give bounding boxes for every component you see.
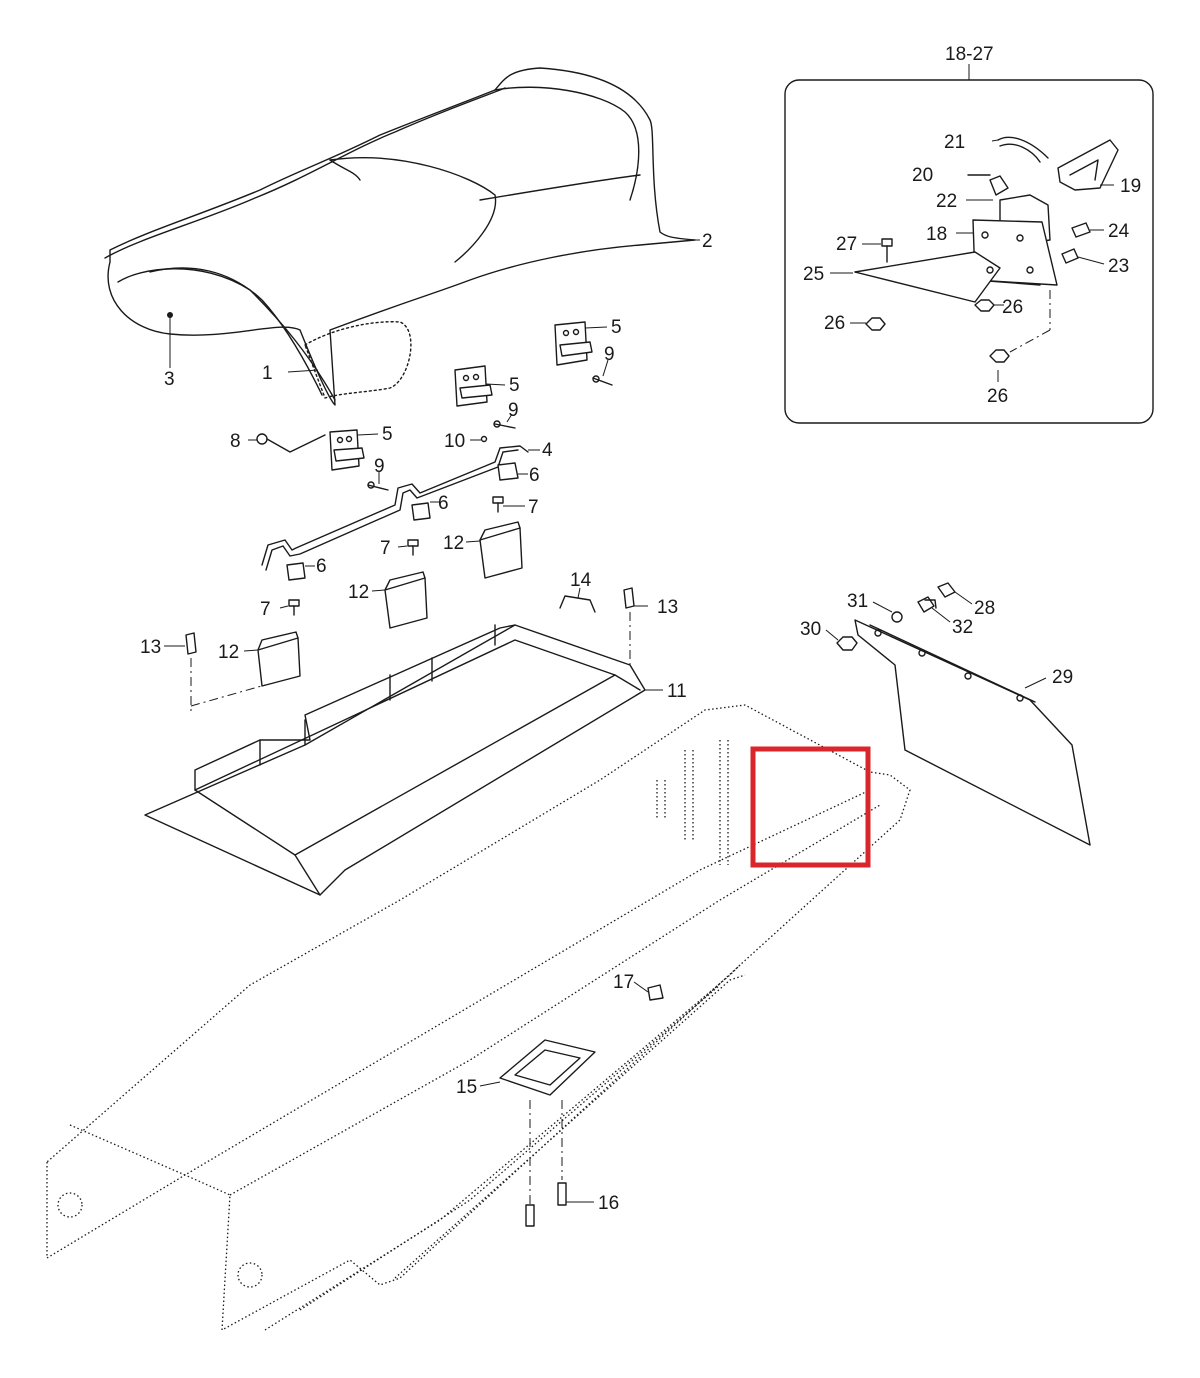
callout-6a: 6 (529, 465, 540, 486)
callout-12a: 12 (443, 533, 464, 554)
callout-12c: 12 (218, 642, 239, 663)
callout-10: 10 (444, 431, 465, 452)
callout-9c: 9 (374, 456, 385, 477)
callout-9a: 9 (604, 344, 615, 365)
callout-5c: 5 (382, 424, 393, 445)
screw-part (279, 496, 525, 616)
hinge-bracket-part (329, 321, 608, 471)
inset-label: 18-27 (945, 44, 994, 65)
callout-12b: 12 (348, 582, 369, 603)
callout-5b: 5 (509, 375, 520, 396)
callout-6b: 6 (438, 493, 449, 514)
callout-32: 32 (952, 617, 973, 638)
callout-8: 8 (230, 431, 241, 452)
callout-17: 17 (613, 972, 634, 993)
callout-22: 22 (936, 191, 957, 212)
seat-part (104, 67, 700, 406)
callout-3: 3 (164, 369, 175, 390)
mud-flap-part (825, 582, 1091, 846)
callout-21: 21 (944, 132, 965, 153)
callout-4: 4 (542, 440, 553, 461)
callout-14: 14 (570, 570, 592, 591)
callout-24: 24 (1108, 221, 1130, 242)
callout-5a: 5 (611, 317, 622, 338)
tray-part (144, 624, 663, 896)
bracket-part (243, 521, 523, 687)
callout-27: 27 (836, 234, 857, 255)
callout-25: 25 (803, 264, 824, 285)
callout-18: 18 (926, 224, 947, 245)
callout-26c: 26 (987, 386, 1008, 407)
callout-11: 11 (667, 681, 687, 702)
callout-labels: 1 2 3 4 5 5 5 6 6 6 7 7 7 8 9 9 9 10 11 … (140, 44, 1141, 1214)
bolt-part (248, 433, 488, 453)
callout-7c: 7 (260, 599, 271, 620)
callout-29: 29 (1052, 667, 1073, 688)
callout-26b: 26 (824, 313, 845, 334)
callout-13b: 13 (140, 637, 161, 658)
callout-16: 16 (598, 1193, 619, 1214)
callout-30: 30 (800, 619, 821, 640)
pin-part (367, 359, 613, 491)
callout-7a: 7 (528, 497, 539, 518)
callout-19: 19 (1120, 176, 1141, 197)
callout-31: 31 (847, 591, 868, 612)
callout-28: 28 (974, 598, 995, 619)
callout-15: 15 (456, 1077, 477, 1098)
callout-26a: 26 (1002, 297, 1023, 318)
highlight-box (750, 746, 871, 868)
callout-1: 1 (262, 363, 273, 384)
callout-20: 20 (912, 165, 933, 186)
inset-panel (784, 64, 1154, 424)
callout-2: 2 (702, 231, 713, 252)
callout-6c: 6 (316, 556, 327, 577)
frame-part (46, 704, 911, 1332)
callout-23: 23 (1108, 256, 1129, 277)
callout-9b: 9 (508, 400, 519, 421)
callout-7b: 7 (380, 538, 391, 559)
clip-part (286, 462, 528, 581)
callout-13a: 13 (657, 597, 678, 618)
rivet-part (164, 587, 648, 712)
